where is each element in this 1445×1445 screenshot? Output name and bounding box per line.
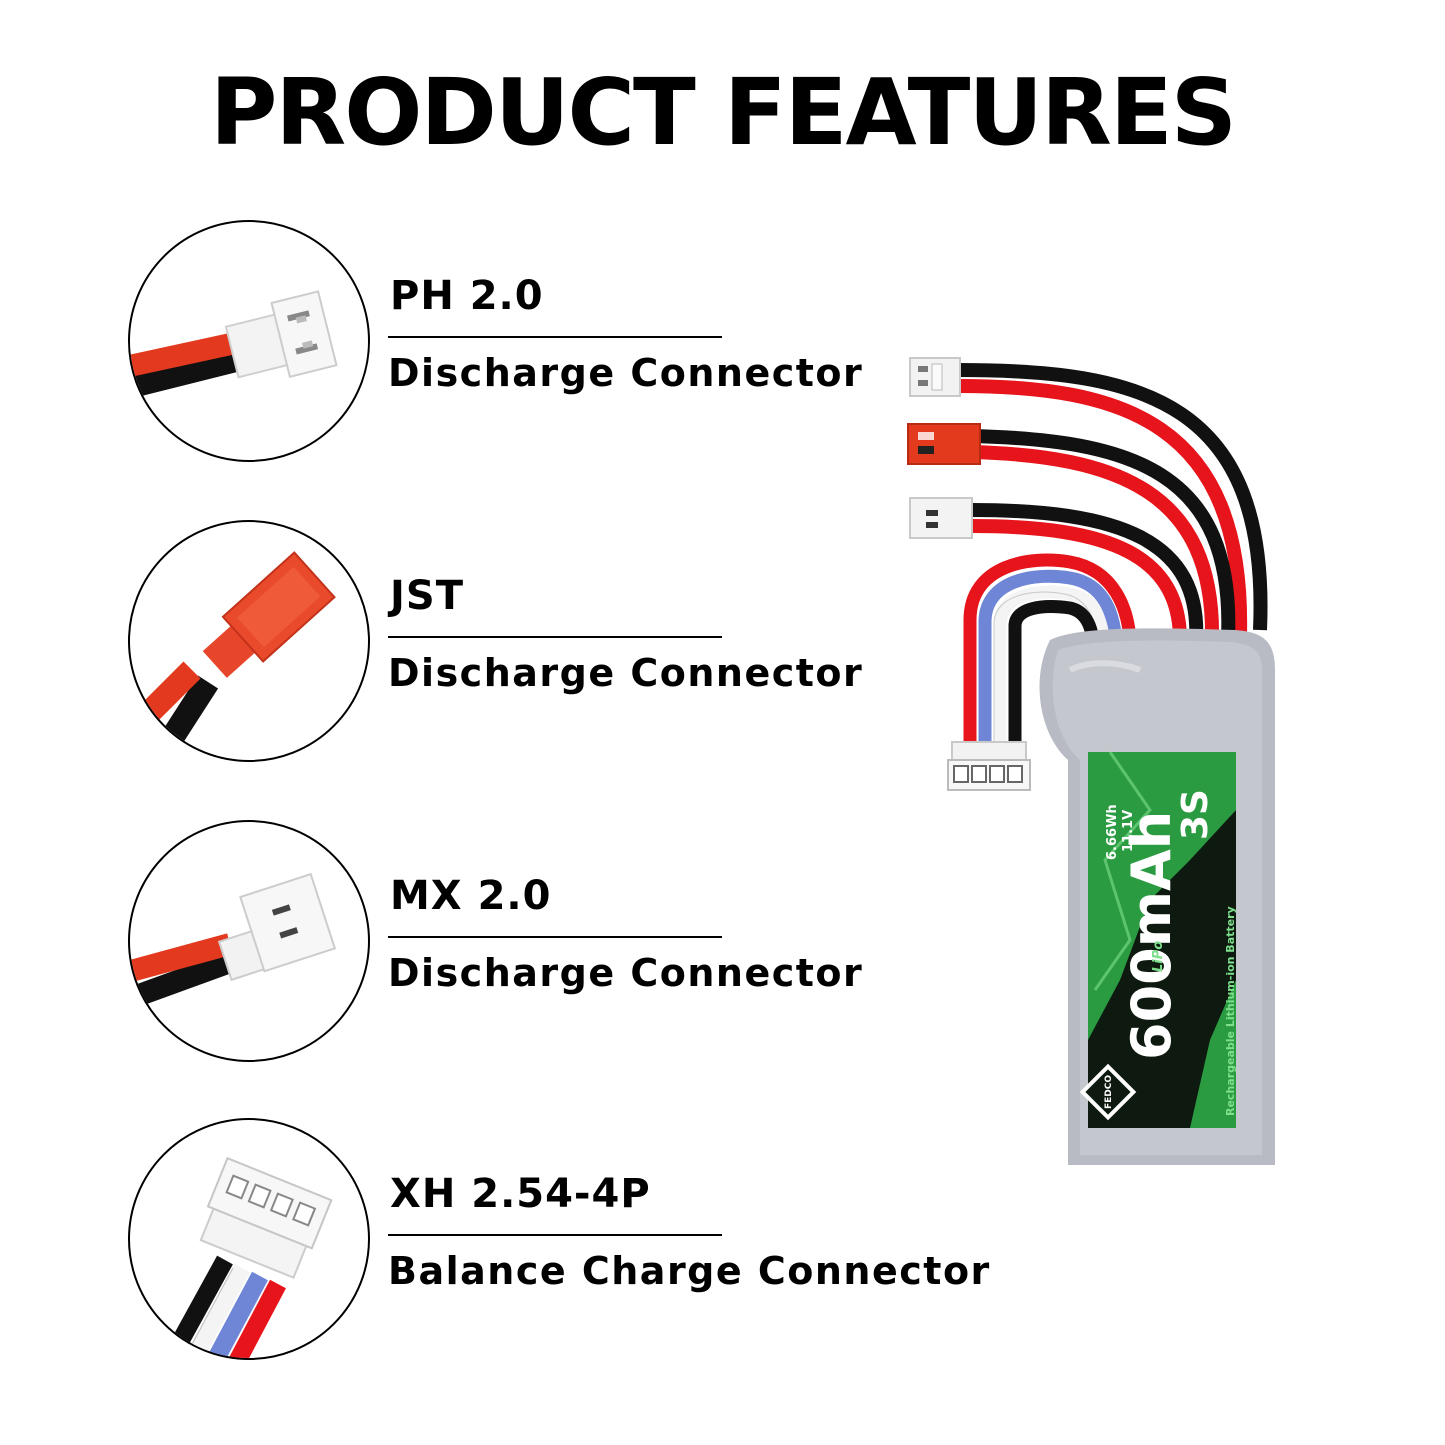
battery-energy: 6.66Wh [1105, 804, 1120, 860]
balance-wires [963, 553, 1137, 750]
divider [388, 636, 722, 638]
battery-voltage: 11.1V [1121, 810, 1136, 852]
battery-chemistry: LiPo [1151, 941, 1166, 972]
divider [388, 336, 722, 338]
ph-2-0-connector-icon [128, 220, 370, 462]
feature-xh-2-54-4p: XH 2.54-4P Balance Charge Connector [0, 1118, 1000, 1368]
feature-description: Discharge Connector [388, 651, 864, 695]
feature-description: Discharge Connector [388, 951, 864, 995]
fedco-logo: FEDCO [1079, 1063, 1137, 1121]
divider [388, 1234, 722, 1236]
ph-2-0-plug-icon [909, 357, 961, 397]
jst-plug-icon [907, 423, 981, 465]
xh-2-54-4p-plug-icon [947, 741, 1031, 791]
jst-connector-icon [128, 520, 370, 762]
battery-capacity: 600mAh [1120, 811, 1183, 1060]
feature-ph-2-0: PH 2.0 Discharge Connector [0, 220, 1000, 470]
xh-2-54-4p-connector-icon [128, 1118, 370, 1360]
feature-name: JST [390, 573, 464, 619]
battery-pack [1039, 628, 1275, 1165]
feature-name: MX 2.0 [390, 873, 552, 919]
battery-label [1088, 751, 1236, 1128]
battery-description: Rechargeable Lithium-ion Battery [1224, 906, 1237, 1116]
discharge-wires [957, 363, 1268, 645]
feature-mx-2-0: MX 2.0 Discharge Connector [0, 820, 1000, 1070]
page-title: PRODUCT FEATURES [209, 59, 1237, 166]
feature-name: PH 2.0 [390, 273, 544, 319]
battery-cells: 3S [1175, 789, 1216, 840]
divider [388, 936, 722, 938]
feature-description: Discharge Connector [388, 351, 864, 395]
feature-name: XH 2.54-4P [390, 1171, 651, 1217]
feature-jst: JST Discharge Connector [0, 520, 1000, 770]
battery-illustration: 600mAh 3S 6.66Wh 11.1V LiPo Rechargeable… [890, 340, 1310, 1190]
mx-2-0-plug-icon [909, 497, 973, 539]
feature-description: Balance Charge Connector [388, 1249, 991, 1293]
mx-2-0-connector-icon [128, 820, 370, 1062]
battery-brand: FEDCO [1104, 1075, 1114, 1109]
